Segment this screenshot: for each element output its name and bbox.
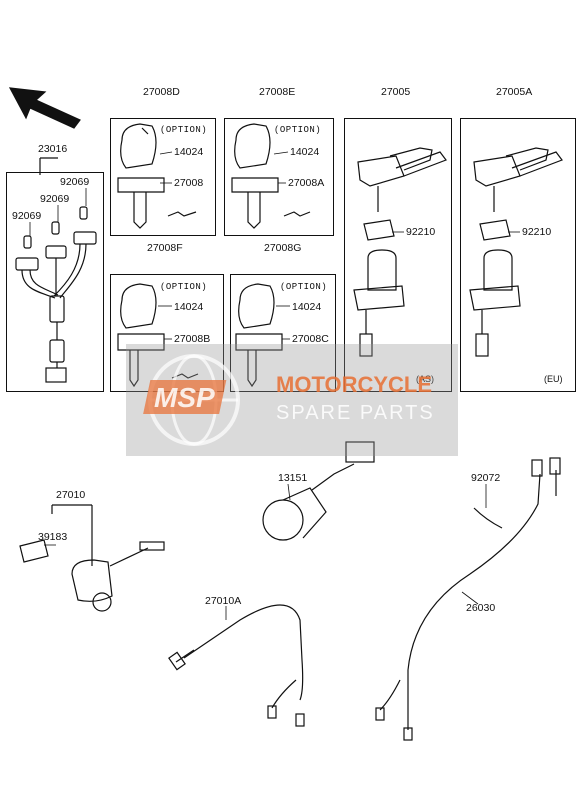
label-27010: 27010: [56, 489, 86, 501]
watermark-line1: MOTORCYCLE: [276, 372, 433, 397]
label-92072: 92072: [471, 472, 501, 484]
front-direction-arrow-icon: [8, 87, 81, 129]
label-13151: 13151: [278, 472, 308, 484]
switch-27010-drawing: [19, 504, 165, 612]
key-27008G-drawing: [235, 283, 283, 388]
box-27008D: [110, 118, 216, 236]
box-23016: [6, 172, 104, 392]
region-as-label: (AS): [416, 374, 434, 384]
label-27008: 27008: [174, 177, 204, 189]
label-14024-b: 14024: [290, 146, 320, 158]
box-27008G: [230, 274, 336, 392]
harness-23016-drawing: [15, 157, 97, 383]
key-27008E-drawing: [231, 123, 311, 229]
label-14024-d: 14024: [292, 301, 322, 313]
label-92069-a: 92069: [60, 176, 90, 188]
box-27005A: [460, 118, 576, 392]
label-14024-a: 14024: [174, 146, 204, 158]
label-27005A: 27005A: [496, 86, 533, 98]
label-27008C: 27008C: [292, 333, 329, 345]
watermark-logo-text: MSP: [154, 382, 215, 413]
label-14024-c: 14024: [174, 301, 204, 313]
option-label-27008G: (OPTION): [280, 282, 328, 292]
watermark: MSP MOTORCYCLE SPARE PARTS: [126, 344, 458, 456]
label-92069-b: 92069: [40, 193, 70, 205]
key-27008D-drawing: [117, 123, 197, 229]
label-23016: 23016: [38, 143, 68, 155]
msp-logo-icon: [143, 354, 240, 446]
label-92210-a: 92210: [406, 226, 436, 238]
option-label-27008E: (OPTION): [274, 125, 322, 135]
box-27005: [344, 118, 452, 392]
label-92069-c: 92069: [12, 210, 42, 222]
ignition-switch-27005-drawing: [353, 147, 447, 357]
label-26030: 26030: [466, 602, 496, 614]
ignition-switch-27005A-drawing: [469, 147, 563, 357]
option-label-27008D: (OPTION): [160, 125, 208, 135]
label-27008B: 27008B: [174, 333, 211, 345]
label-92210-b: 92210: [522, 226, 552, 238]
label-27010A: 27010A: [205, 595, 242, 607]
region-eu-label: (EU): [544, 374, 563, 384]
label-27005: 27005: [381, 86, 411, 98]
box-27008E: [224, 118, 334, 236]
label-27008E: 27008E: [259, 86, 296, 98]
harness-26030-drawing: [375, 457, 561, 741]
label-27008D: 27008D: [143, 86, 180, 98]
cable-27010A-drawing: [168, 604, 305, 727]
option-label-27008F: (OPTION): [160, 282, 208, 292]
label-27008G: 27008G: [264, 242, 302, 254]
socket-13151-drawing: [262, 441, 375, 541]
watermark-line2: SPARE PARTS: [276, 402, 435, 424]
key-27008F-drawing: [117, 283, 199, 388]
label-39183: 39183: [38, 531, 68, 543]
leader-lines: [29, 151, 520, 620]
label-27008F: 27008F: [147, 242, 183, 254]
label-27008A: 27008A: [288, 177, 325, 189]
